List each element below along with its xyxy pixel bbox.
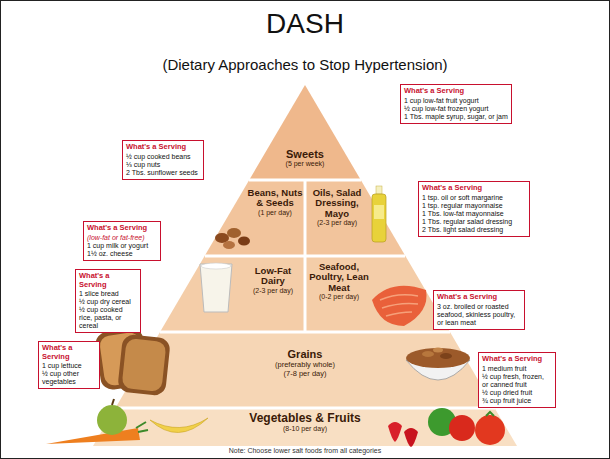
group-name: Oils, Salad Dressing, Mayo (308, 188, 366, 219)
serving-item: 1 Tbs. regular salad dressing (422, 218, 526, 226)
food-group-band: Seafood, Poultry, Lean Meat(0-2 per day) (308, 262, 370, 302)
serving-callout: What's a Serving3 oz. broiled or roasted… (433, 290, 525, 330)
serving-item: 1 tsp. oil or soft margarine (422, 194, 526, 202)
servings-count: (1 per day) (247, 209, 303, 217)
food-group-band: Low-Fat Dairy(2-3 per day) (244, 266, 302, 295)
subtitle-text: (Dietary Approaches to Stop Hypertension… (0, 56, 610, 73)
pyramid-band (249, 85, 361, 180)
callout-heading: What's a Serving (437, 293, 521, 302)
milk-glass-picture (200, 263, 232, 312)
serving-item: 1 slice bread (79, 290, 137, 298)
serving-item: ½ cup other vegetables (42, 370, 96, 386)
servings-count: (8-10 per day) (225, 425, 385, 433)
serving-item: 1 Tbs. low-fat mayonnaise (422, 210, 526, 218)
oil-bottle-picture (372, 186, 386, 242)
servings-count: (0-2 per day) (308, 293, 370, 301)
serving-item: 1 medium fruit (482, 365, 552, 373)
callout-heading: What's a Serving (87, 224, 157, 233)
bread-picture (94, 327, 171, 396)
serving-item: ½ cup cooked rice, pasta, or cereal (79, 306, 137, 330)
group-name: Seafood, Poultry, Lean Meat (308, 262, 370, 293)
nuts-picture (215, 228, 250, 249)
callout-heading: What's a Serving (404, 87, 508, 96)
note-text: Note: Choose lower salt foods from all c… (0, 447, 610, 454)
callout-subheading: (low-fat or fat-free) (87, 234, 157, 242)
serving-item: ⅓ cup nuts (126, 161, 200, 169)
pyramid-band (93, 408, 517, 446)
serving-callout: What's a Serving1 medium fruit½ cup fres… (478, 352, 556, 408)
serving-item: ¾ cup fruit juice (482, 397, 552, 405)
callout-heading: What's a Serving (42, 344, 96, 361)
group-name: Low-Fat Dairy (244, 266, 302, 287)
serving-item: ½ cup fresh, frozen, or canned fruit (482, 373, 552, 389)
vegetables-fruits-picture (46, 399, 505, 447)
callout-heading: What's a Serving (482, 355, 552, 364)
servings-count: (2-3 per day) (308, 219, 366, 227)
serving-callout: What's a Serving1 cup lettuce½ cup other… (38, 341, 100, 389)
serving-callout: What's a Serving1 cup low-fat fruit yogu… (400, 84, 512, 124)
pyramid-band (115, 332, 494, 408)
food-group-band: Vegetables & Fruits(8-10 per day) (225, 412, 385, 434)
serving-item: 3 oz. broiled or roasted seafood, skinle… (437, 303, 521, 327)
cereal-bowl-picture (406, 348, 470, 381)
serving-callout: What's a Serving1 slice bread½ cup dry c… (75, 269, 141, 333)
food-group-band: Sweets(5 per week) (270, 148, 340, 168)
serving-callout: What's a Serving(low-fat or fat-free)1 c… (83, 221, 161, 261)
diagram-title: DASH (0, 8, 610, 40)
serving-item: 1 cup milk or yogurt (87, 242, 157, 250)
servings-count: (7-8 per day) (245, 369, 365, 378)
callout-heading: What's a Serving (79, 272, 137, 289)
serving-item: ½ cup cooked beans (126, 153, 200, 161)
serving-item: 1½ oz. cheese (87, 250, 157, 258)
serving-item: ½ cup dried fruit (482, 389, 552, 397)
serving-item: ½ cup low-fat frozen yogurt (404, 105, 508, 113)
group-name: Vegetables & Fruits (225, 412, 385, 425)
serving-callout: What's a Serving½ cup cooked beans⅓ cup … (122, 140, 204, 180)
food-group-band: Grains(preferably whole)(7-8 per day) (245, 348, 365, 378)
serving-item: 2 Tbs. light salad dressing (422, 226, 526, 234)
serving-item: 1 cup lettuce (42, 362, 96, 370)
callout-heading: What's a Serving (422, 184, 526, 193)
serving-callout: What's a Serving1 tsp. oil or soft marga… (418, 181, 530, 237)
group-name: Beans, Nuts & Seeds (247, 188, 303, 209)
group-name: Sweets (270, 148, 340, 160)
food-group-band: Beans, Nuts & Seeds(1 per day) (247, 188, 303, 217)
serving-item: 1 cup low-fat fruit yogurt (404, 97, 508, 105)
salmon-picture (372, 286, 427, 326)
serving-item: ½ cup dry cereal (79, 298, 137, 306)
servings-count: (2-3 per day) (244, 287, 302, 295)
food-group-band: Oils, Salad Dressing, Mayo(2-3 per day) (308, 188, 366, 228)
serving-item: 1 tsp. regular mayonnaise (422, 202, 526, 210)
servings-count: (preferably whole) (245, 360, 365, 369)
servings-count: (5 per week) (270, 160, 340, 168)
callout-heading: What's a Serving (126, 143, 200, 152)
serving-item: 2 Tbs. sunflower seeds (126, 169, 200, 177)
serving-item: 1 Tbs. maple syrup, sugar, or jam (404, 113, 508, 121)
group-name: Grains (245, 348, 365, 360)
